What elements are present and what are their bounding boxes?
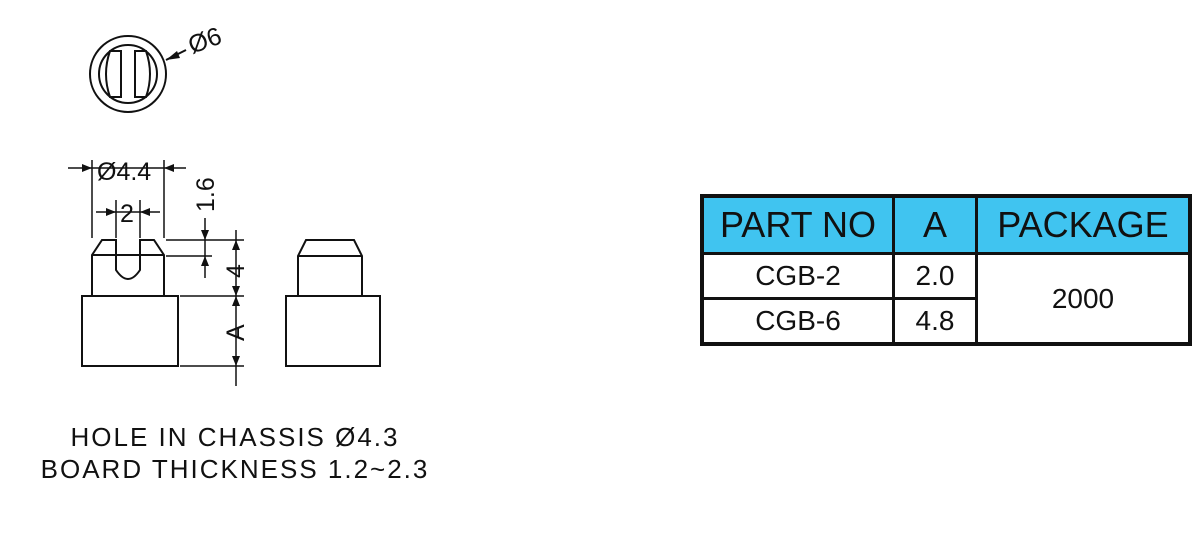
top-view-right-prong bbox=[134, 50, 151, 98]
cell-a: 4.8 bbox=[892, 297, 978, 346]
top-view-inner-circle bbox=[98, 44, 158, 104]
outer-diameter-label: Ø4.4 bbox=[97, 158, 151, 186]
table-header-row: PART NO A PACKAGE bbox=[700, 194, 1192, 255]
cell-part-no: CGB-6 bbox=[700, 297, 895, 346]
table-row: CGB-6 4.8 bbox=[700, 297, 1190, 346]
header-part-no: PART NO bbox=[700, 194, 895, 255]
diameter-arrowhead bbox=[166, 51, 180, 60]
clip-height-label: 4 bbox=[222, 264, 250, 278]
top-diameter-label: Ø6 bbox=[184, 22, 225, 60]
note-hole-in-chassis: HOLE IN CHASSIS Ø4.3 bbox=[70, 422, 400, 452]
base-height-label: A bbox=[222, 324, 250, 341]
cell-package: 2000 bbox=[975, 252, 1192, 346]
table-row: CGB-2 2.0 2000 bbox=[700, 252, 1192, 346]
top-view-outer-circle bbox=[89, 35, 167, 113]
note-board-thickness: BOARD THICKNESS 1.2~2.3 bbox=[40, 454, 430, 484]
header-package: PACKAGE bbox=[975, 194, 1192, 255]
spec-table: PART NO A PACKAGE CGB-2 2.0 2000 CGB-6 4… bbox=[700, 194, 1192, 346]
part-table: PART NO A PACKAGE CGB-2 2.0 2000 CGB-6 4… bbox=[700, 194, 1192, 346]
cell-a: 2.0 bbox=[892, 252, 978, 300]
top-view-left-prong bbox=[105, 50, 122, 98]
dimension-arrows bbox=[82, 164, 240, 366]
cell-part-no: CGB-2 bbox=[700, 252, 895, 300]
chamfer-label: 1.6 bbox=[192, 177, 220, 212]
slot-width-label: 2 bbox=[120, 200, 134, 228]
side-clip bbox=[297, 239, 363, 296]
front-view bbox=[81, 239, 179, 367]
top-view bbox=[89, 35, 187, 113]
side-view bbox=[285, 239, 381, 367]
side-base bbox=[285, 295, 381, 367]
front-base bbox=[81, 295, 179, 367]
front-clip bbox=[91, 239, 165, 296]
technical-drawing: Ø6 Ø4.4 2 1.6 4 bbox=[68, 22, 381, 386]
header-a: A bbox=[892, 194, 978, 255]
